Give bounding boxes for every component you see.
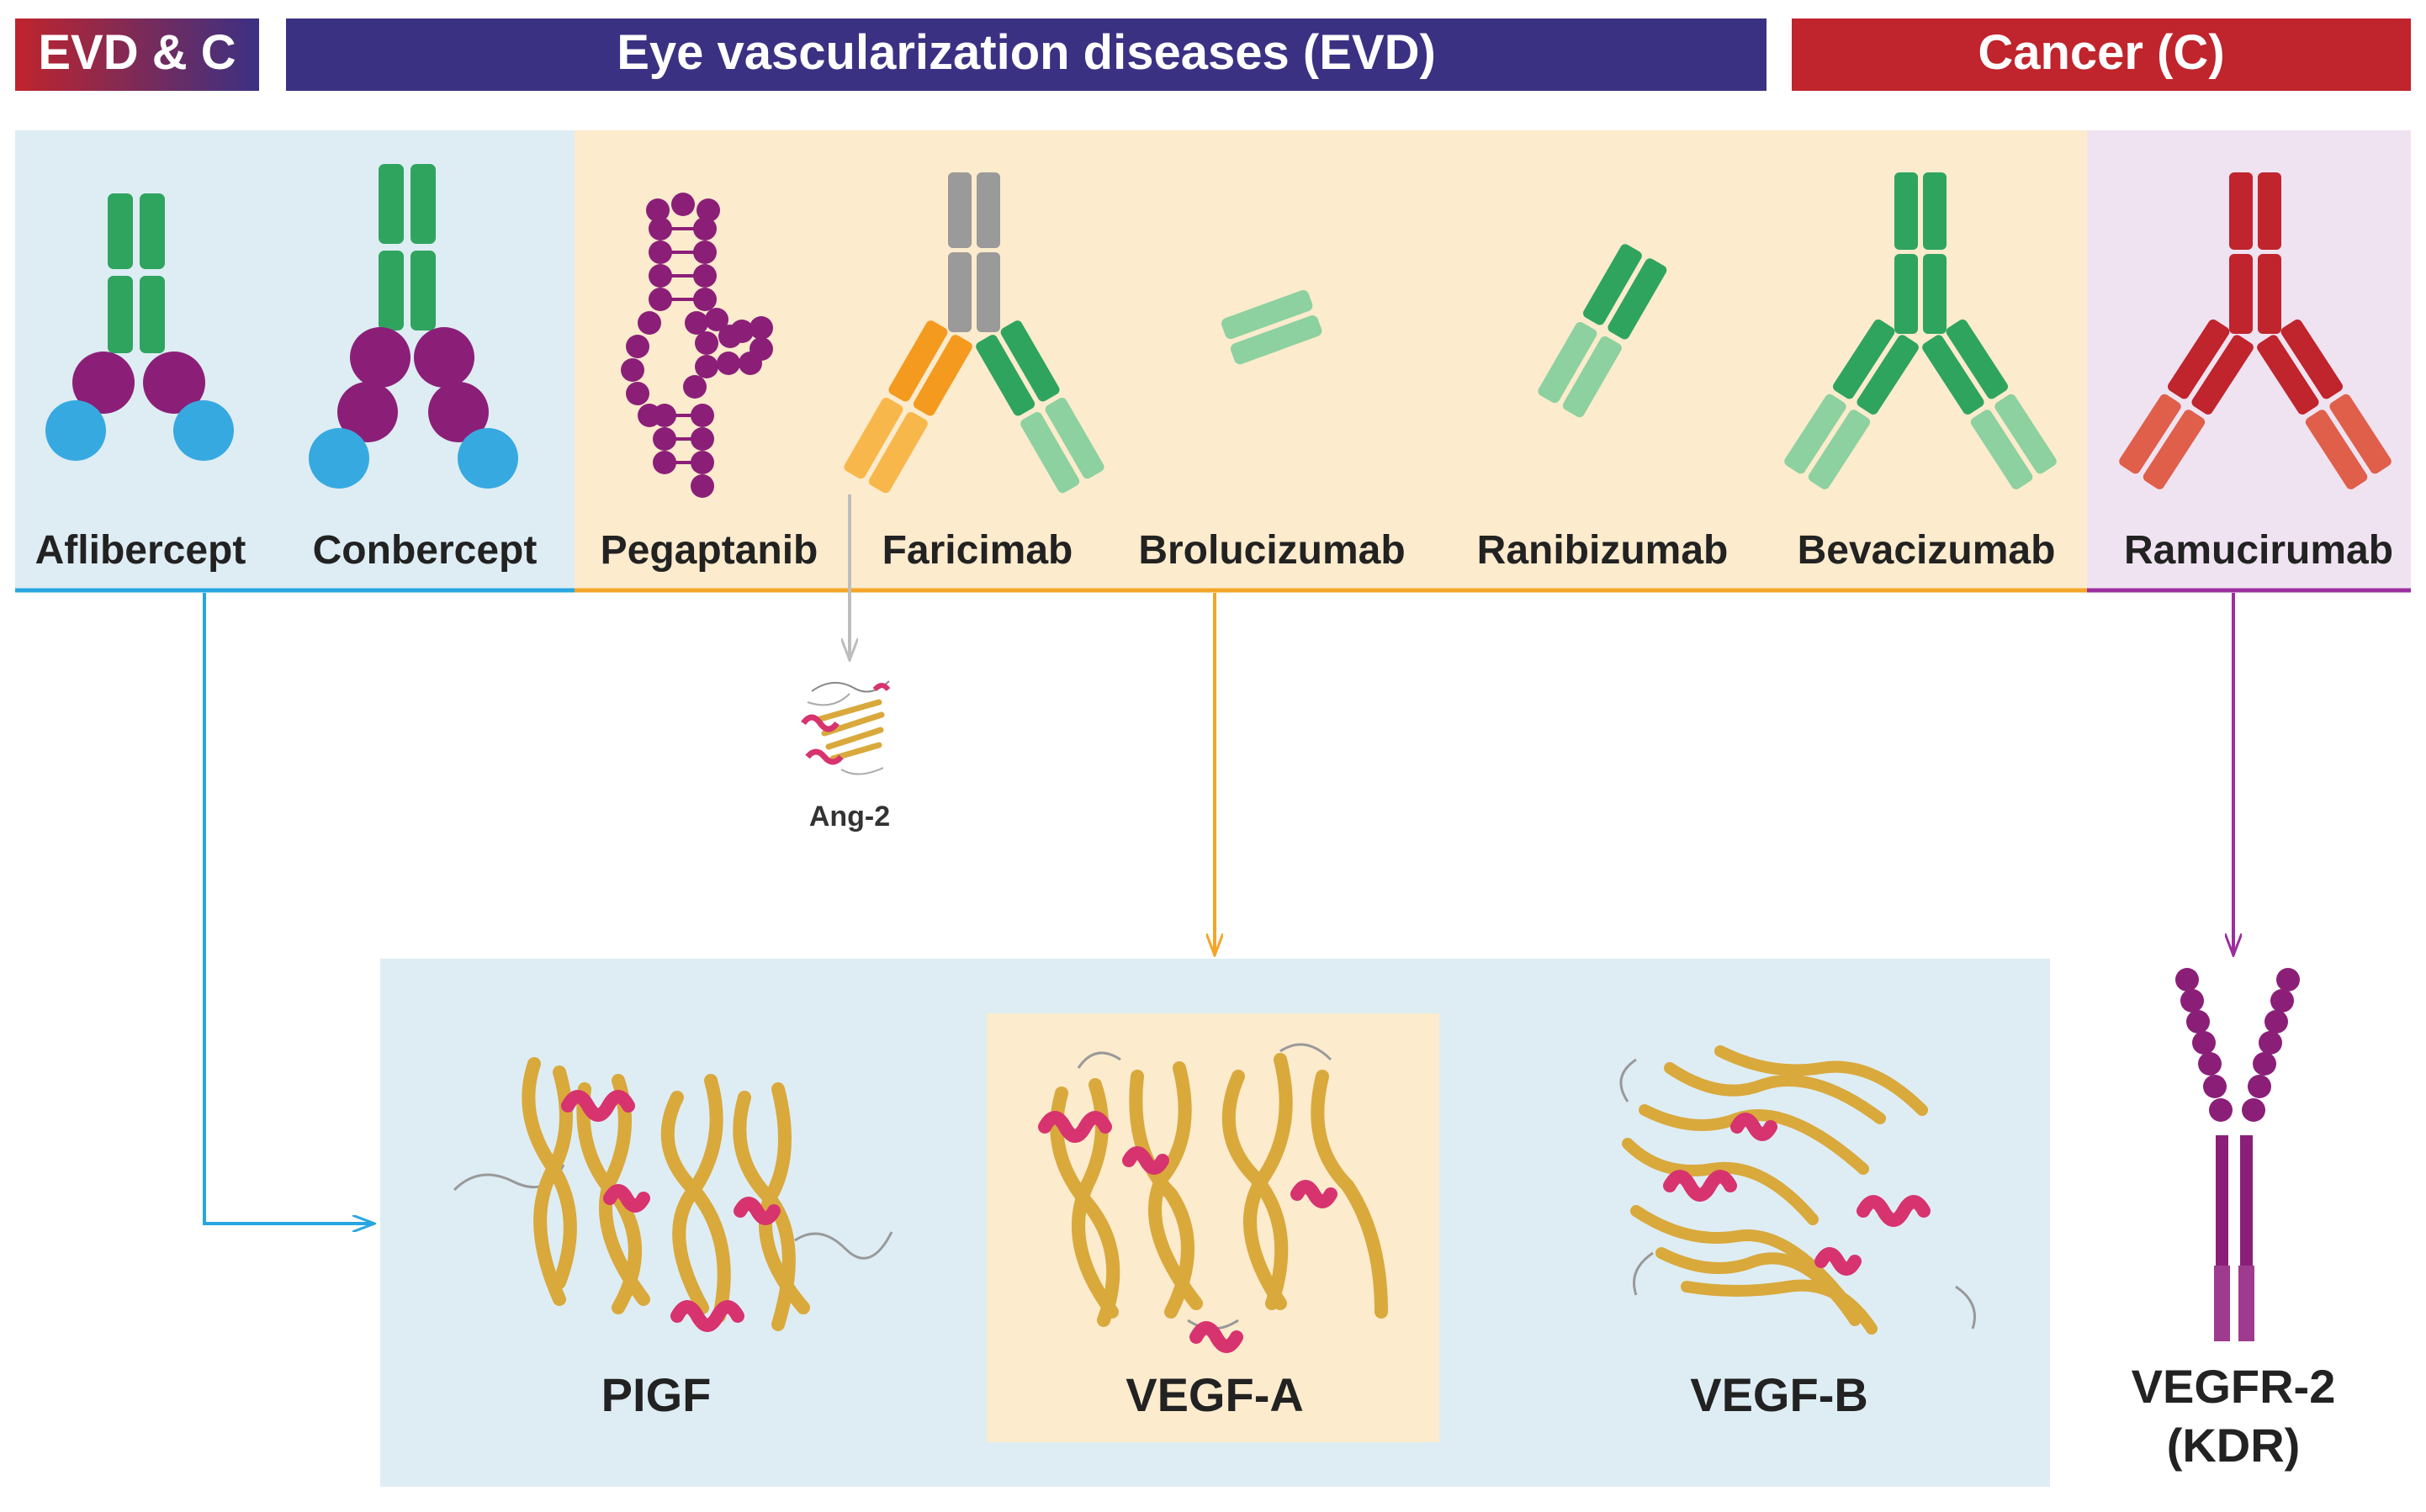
receptor-domain xyxy=(2203,1075,2227,1098)
pigf-structure-icon xyxy=(453,1057,893,1332)
aptamer-bead xyxy=(697,198,720,222)
label-pegaptanib: Pegaptanib xyxy=(601,528,818,573)
label-vegfr2-line1: VEGFR-2 xyxy=(2132,1360,2336,1413)
aptamer-bead xyxy=(653,451,676,474)
faricimab-icon xyxy=(844,172,1104,494)
aptamer-bead xyxy=(717,352,740,375)
aptamer-bead xyxy=(671,193,695,216)
receptor-domain xyxy=(2180,989,2204,1012)
aptamer-bead xyxy=(649,288,672,311)
aptamer-bead xyxy=(649,264,672,288)
receptor-domain xyxy=(2242,1098,2265,1122)
aptamer-bead xyxy=(695,331,718,355)
label-bevacizumab: Bevacizumab xyxy=(1798,528,2056,573)
label-conbercept: Conbercept xyxy=(313,528,538,573)
header-evd: Eye vascularization diseases (EVD) xyxy=(286,19,1767,91)
aptamer-bead xyxy=(638,311,661,335)
aptamer-bead xyxy=(693,241,717,264)
receptor-domain xyxy=(2175,968,2199,991)
vegfr2-receptor-icon xyxy=(2175,968,2300,1341)
bevacizumab-icon xyxy=(1784,172,2057,489)
receptor-domain xyxy=(2209,1098,2233,1122)
ramucirumab-icon xyxy=(2119,172,2392,489)
ang2-structure-icon xyxy=(801,680,891,775)
receptor-domain xyxy=(2253,1052,2276,1076)
label-vegfr2-line2: (KDR) xyxy=(2167,1419,2301,1472)
receptor-domain xyxy=(2192,1031,2216,1055)
receptor-domain xyxy=(2264,1010,2288,1034)
panel-evd xyxy=(575,130,2087,589)
brolucizumab-icon xyxy=(1221,289,1322,365)
receptor-domain xyxy=(2198,1052,2222,1076)
label-vegfa: VEGF-A xyxy=(1126,1368,1304,1421)
label-ranibizumab: Ranibizumab xyxy=(1477,528,1729,573)
aflibercept-icon xyxy=(45,193,234,461)
header-cancer-text: Cancer (C) xyxy=(1978,25,2224,80)
aptamer-bead xyxy=(693,288,717,311)
aptamer-bead xyxy=(730,320,754,343)
label-aflibercept: Aflibercept xyxy=(35,528,246,573)
label-pigf: PIGF xyxy=(601,1368,712,1421)
aptamer-bead xyxy=(626,382,649,405)
aptamer-bead xyxy=(691,427,714,451)
label-vegfb: VEGF-B xyxy=(1690,1368,1868,1421)
aptamer-bead xyxy=(649,241,672,264)
aptamer-bead xyxy=(750,316,773,340)
receptor-domain xyxy=(2259,1031,2282,1055)
receptor-domain xyxy=(2186,1010,2210,1034)
vegfb-structure-icon xyxy=(1619,1045,1976,1335)
aptamer-bead xyxy=(691,404,714,427)
aptamer-bead xyxy=(705,308,728,331)
aptamer-bead xyxy=(695,355,718,378)
aptamer-bead xyxy=(691,474,714,498)
ranibizumab-icon xyxy=(1538,244,1667,418)
conbercept-icon xyxy=(309,164,518,489)
header-cancer: Cancer (C) xyxy=(1792,19,2411,91)
aptamer-bead xyxy=(653,427,676,451)
aptamer-bead xyxy=(739,352,762,375)
arrow-to-pigf xyxy=(203,593,374,1224)
receptor-domain xyxy=(2276,968,2300,991)
aptamer-bead xyxy=(693,264,717,288)
header-evd-text: Eye vascularization diseases (EVD) xyxy=(617,25,1436,80)
vegfa-structure-icon xyxy=(1038,1043,1388,1353)
aptamer-bead xyxy=(685,311,708,335)
receptor-domain xyxy=(2248,1075,2271,1098)
header-evd-c-text: EVD & C xyxy=(38,25,236,80)
aptamer-bead xyxy=(649,217,672,241)
label-ramucirumab: Ramucirumab xyxy=(2124,528,2393,573)
aptamer-bead xyxy=(626,335,649,358)
aptamer-bead xyxy=(646,198,670,222)
aptamer-bead xyxy=(693,217,717,241)
aptamer-bead xyxy=(683,375,707,399)
receptor-domain xyxy=(2270,989,2294,1012)
pegaptanib-icon xyxy=(621,193,773,498)
label-faricimab: Faricimab xyxy=(882,528,1073,573)
aptamer-bead xyxy=(691,451,714,474)
aptamer-bead xyxy=(653,404,676,427)
header-evd-c: EVD & C xyxy=(15,19,259,91)
label-brolucizumab: Brolucizumab xyxy=(1138,528,1405,573)
label-ang2: Ang-2 xyxy=(809,801,890,833)
aptamer-bead xyxy=(621,358,644,382)
